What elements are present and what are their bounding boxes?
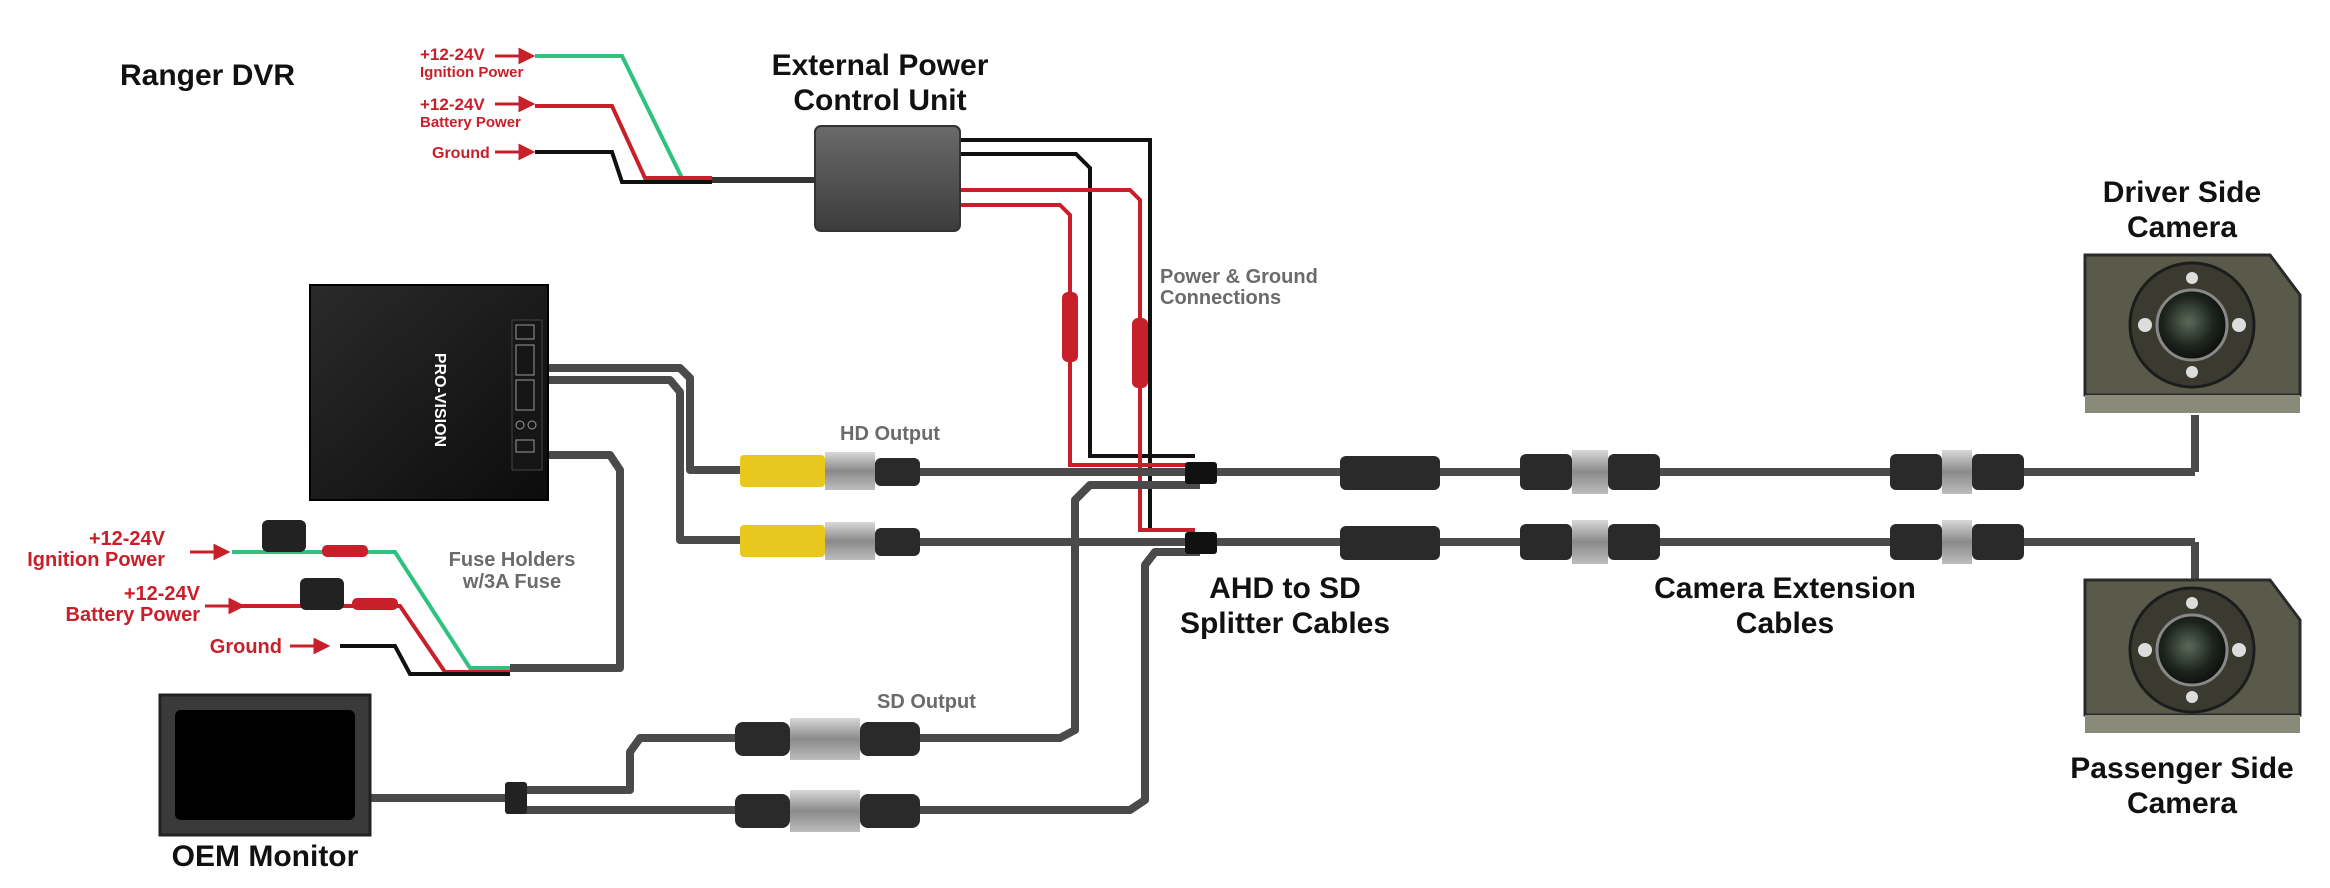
- driver-side-camera: [2083, 253, 2302, 413]
- fuse-holders-line2: w/3A Fuse: [462, 571, 561, 593]
- fuse-holders: [262, 520, 398, 610]
- ahd-sd-splitters: [1185, 462, 1217, 554]
- sd-output-label: SD Output: [877, 691, 976, 713]
- driver-camera-line1: Driver Side: [2103, 176, 2261, 209]
- left-ignition-voltage: +12-24V: [89, 528, 166, 550]
- power-ground-line2: Connections: [1160, 287, 1281, 309]
- extension-label-line1: Camera Extension: [1654, 572, 1916, 605]
- driver-camera-line2: Camera: [2127, 211, 2237, 244]
- left-battery-label: Battery Power: [66, 604, 201, 626]
- power-ground-line1: Power & Ground: [1160, 266, 1318, 288]
- epcu-label-line1: External Power: [772, 49, 989, 82]
- hd-output-label: HD Output: [840, 423, 940, 445]
- power-ground-splices: [1062, 292, 1148, 388]
- splitter-label-line1: AHD to SD: [1209, 572, 1361, 605]
- left-ignition-label: Ignition Power: [27, 549, 165, 571]
- splitter-label-line2: Splitter Cables: [1180, 607, 1390, 640]
- dvr-brand-logo: PRO-VISION: [431, 353, 448, 447]
- epcu-output-wires: [960, 138, 1195, 532]
- left-ground-label: Ground: [210, 636, 282, 658]
- arrows: [190, 47, 536, 655]
- epcu-label-line2: Control Unit: [793, 84, 966, 117]
- hd-output-rca-connectors: [740, 452, 920, 560]
- left-battery-voltage: +12-24V: [124, 583, 201, 605]
- extension-connectors: [1340, 450, 2024, 564]
- passenger-camera-line1: Passenger Side: [2070, 752, 2293, 785]
- ranger-dvr-box: PRO-VISION: [309, 284, 549, 501]
- extension-label-line2: Cables: [1736, 607, 1834, 640]
- main-cables: [370, 364, 2199, 814]
- passenger-side-camera: [2083, 578, 2302, 733]
- top-battery-voltage: +12-24V: [420, 95, 485, 114]
- top-battery-label: Battery Power: [420, 114, 521, 131]
- external-power-control-unit: [814, 125, 961, 232]
- fuse-holders-line1: Fuse Holders: [449, 549, 576, 571]
- oem-monitor: [158, 693, 372, 837]
- top-ignition-label: Ignition Power: [420, 64, 523, 81]
- top-power-wires: [535, 54, 820, 184]
- passenger-camera-line2: Camera: [2127, 787, 2237, 820]
- oem-monitor-label: OEM Monitor: [172, 840, 359, 873]
- sd-output-connectors: [505, 718, 920, 832]
- top-ignition-voltage: +12-24V: [420, 45, 485, 64]
- page-title: Ranger DVR: [120, 59, 295, 92]
- top-ground-label: Ground: [432, 145, 490, 162]
